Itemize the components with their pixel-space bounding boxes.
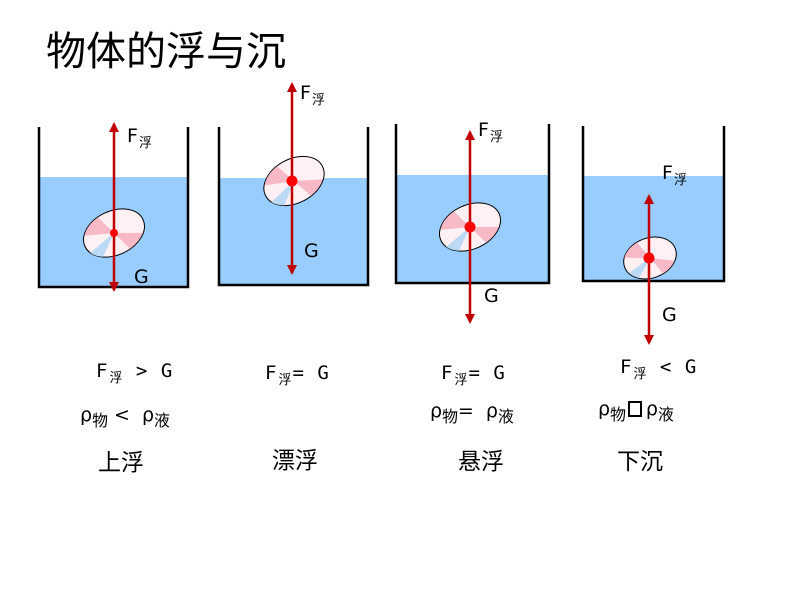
gravity-label: G [484,285,499,307]
density-condition: ρ物= ρ液 [430,400,514,426]
center-dot [643,252,655,264]
density-condition: ρ物 < ρ液 [80,404,170,430]
buoyancy-label: F浮 [127,125,152,151]
force-condition: F浮= G [441,362,506,388]
force-condition: F浮 < G [620,356,698,382]
missing-symbol-box [627,401,642,417]
gravity-label: G [304,240,319,262]
force-condition: F浮 > G [96,360,174,386]
center-dot [110,229,118,237]
state-label: 悬浮 [458,449,504,475]
center-dot [464,221,476,233]
panel-suspended [394,124,551,324]
force-condition: F浮= G [265,362,330,388]
page-title: 物体的浮与沉 [46,29,286,75]
state-label: 上浮 [98,450,144,476]
state-label: 下沉 [617,449,663,475]
buoyancy-label: F浮 [478,119,503,145]
panel-floating [217,82,370,287]
buoyancy-label: F浮 [300,82,325,108]
beaker [581,126,726,283]
panel-sinking [581,126,726,345]
buoyancy-label: F浮 [662,162,687,188]
panel-rising [37,122,190,292]
state-label: 漂浮 [272,448,318,474]
beaker [394,124,551,285]
gravity-label: G [662,304,677,326]
gravity-label: G [134,266,149,288]
beaker [217,127,370,287]
center-dot [286,175,298,187]
